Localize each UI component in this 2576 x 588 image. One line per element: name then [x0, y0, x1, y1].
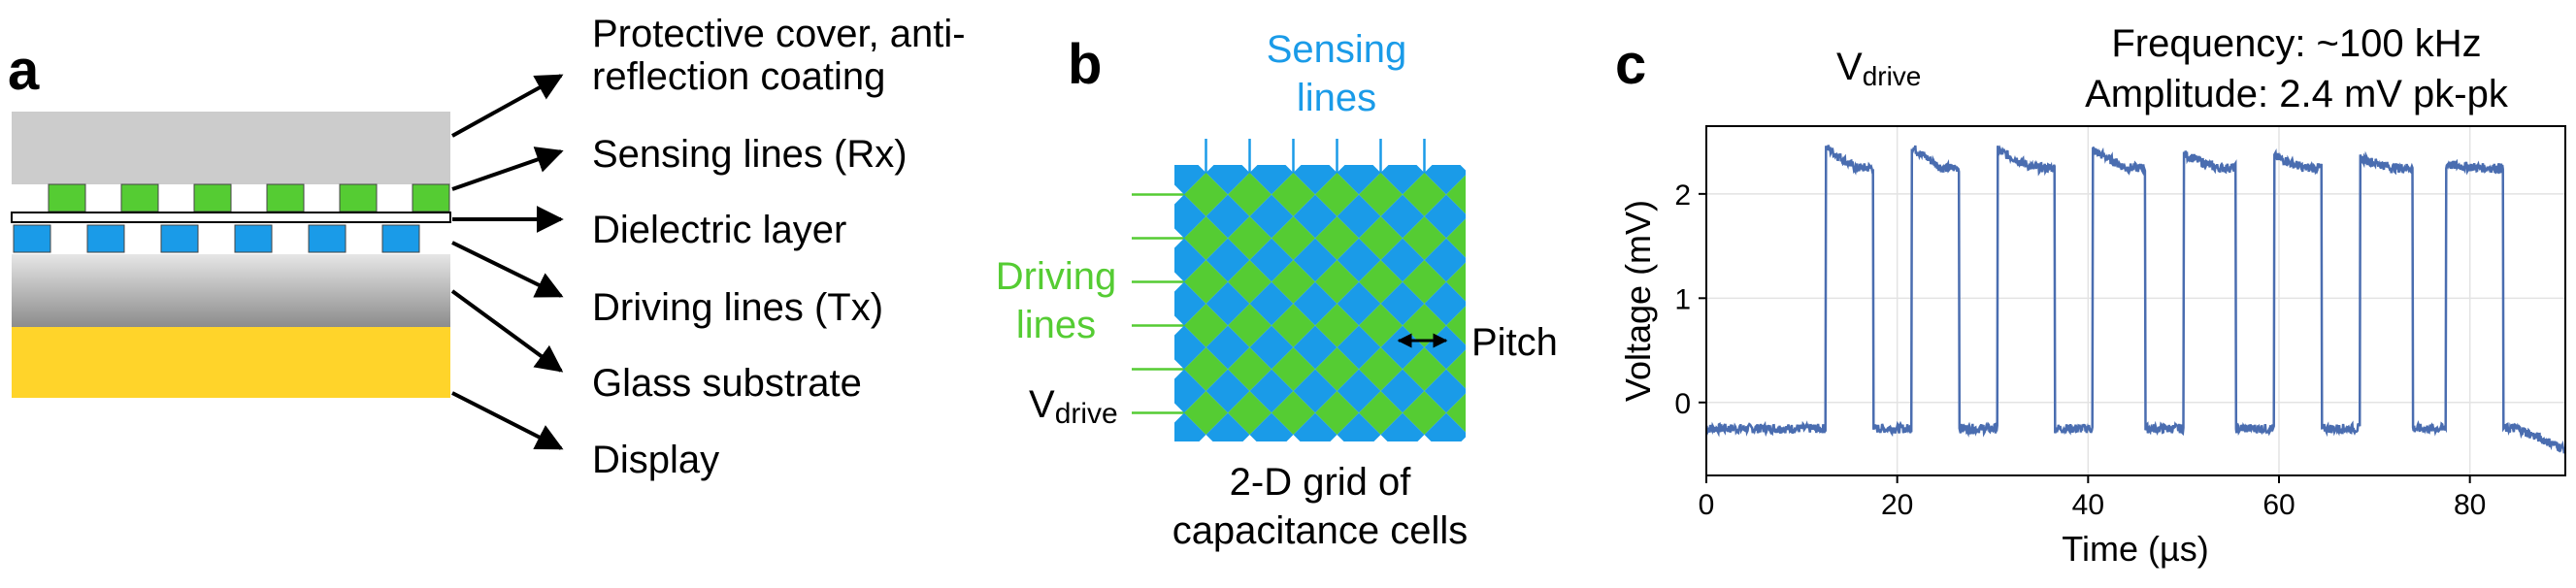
- panel-c-letter: c: [1615, 33, 1646, 96]
- driving-cell: [382, 225, 419, 252]
- arrow-driving: [452, 243, 561, 296]
- label-driving-lines: Driving lines (Tx): [592, 286, 883, 329]
- display-layer: [12, 327, 450, 398]
- driving-cell: [161, 225, 198, 252]
- plot-gridlines: [1706, 126, 2565, 475]
- pitch-label: Pitch: [1471, 321, 1558, 364]
- x-tick-label: 80: [2454, 489, 2486, 521]
- dielectric-layer: [12, 212, 450, 222]
- x-tick-label: 60: [2262, 489, 2295, 521]
- sensing-cell: [49, 184, 85, 212]
- sensing-lines-label-line2: lines: [1297, 77, 1376, 119]
- y-axis-label: Voltage (mV): [1618, 200, 1658, 402]
- y-tick-label: 0: [1674, 388, 1691, 420]
- y-tick-label: 1: [1674, 283, 1691, 315]
- layer-stack: [12, 112, 450, 398]
- label-protective-cover-line2: reflection coating: [592, 55, 885, 98]
- driving-lines-label-line2: lines: [1016, 304, 1096, 346]
- label-dielectric-layer: Dielectric layer: [592, 209, 846, 251]
- driving-lines-cells: [14, 225, 419, 252]
- driving-lines-label-line1: Driving: [996, 255, 1116, 298]
- grid-caption-line1: 2-D grid of: [1230, 461, 1412, 504]
- label-sensing-lines: Sensing lines (Rx): [592, 133, 908, 176]
- y-tick-label: 2: [1674, 180, 1691, 212]
- sensing-cell: [267, 184, 304, 212]
- sensing-cell: [194, 184, 231, 212]
- driving-cell: [87, 225, 124, 252]
- voltage-trace-group: [1706, 146, 2564, 454]
- capacitance-grid: [1163, 151, 1491, 457]
- arrow-glass: [452, 291, 561, 371]
- driving-cell: [309, 225, 346, 252]
- sensing-cell: [340, 184, 377, 212]
- vdrive-label-c: Vdrive: [1836, 46, 1921, 91]
- grid-caption-line2: capacitance cells: [1172, 509, 1469, 552]
- x-tick-label: 40: [2072, 489, 2104, 521]
- label-display: Display: [592, 439, 719, 481]
- sensing-cell: [413, 184, 449, 212]
- panel-a-letter: a: [8, 39, 40, 102]
- arrow-sensing: [452, 151, 561, 189]
- voltage-trace: [1706, 146, 2564, 454]
- sensing-lines-cells: [49, 184, 449, 212]
- label-protective-cover-line1: Protective cover, anti-: [592, 13, 966, 55]
- arrow-cover: [452, 76, 561, 136]
- plot-frame: [1706, 126, 2565, 475]
- sensing-cell: [121, 184, 158, 212]
- layer-arrows: [452, 76, 561, 448]
- driving-cell: [235, 225, 272, 252]
- panel-b-letter: b: [1068, 33, 1102, 96]
- protective-cover-layer: [12, 112, 450, 184]
- amplitude-label: Amplitude: 2.4 mV pk-pk: [2085, 73, 2509, 115]
- label-glass-substrate: Glass substrate: [592, 362, 862, 405]
- plot-ticks: 0 20 40 60 80 0 1 2: [1674, 180, 2486, 521]
- x-tick-label: 20: [1881, 489, 1913, 521]
- glass-substrate-layer: [12, 254, 450, 327]
- vdrive-label-b: Vdrive: [1029, 383, 1118, 430]
- sensing-lines-label-line1: Sensing: [1267, 28, 1407, 71]
- vdrive-main-b: Vdrive: [1029, 383, 1118, 430]
- driving-cell: [14, 225, 50, 252]
- frequency-label: Frequency: ~100 kHz: [2111, 22, 2481, 65]
- x-tick-label: 0: [1699, 489, 1715, 521]
- arrow-display: [452, 393, 561, 448]
- x-axis-label: Time (µs): [2062, 529, 2208, 569]
- voltage-plot: 0 20 40 60 80 0 1 2: [1674, 126, 2565, 521]
